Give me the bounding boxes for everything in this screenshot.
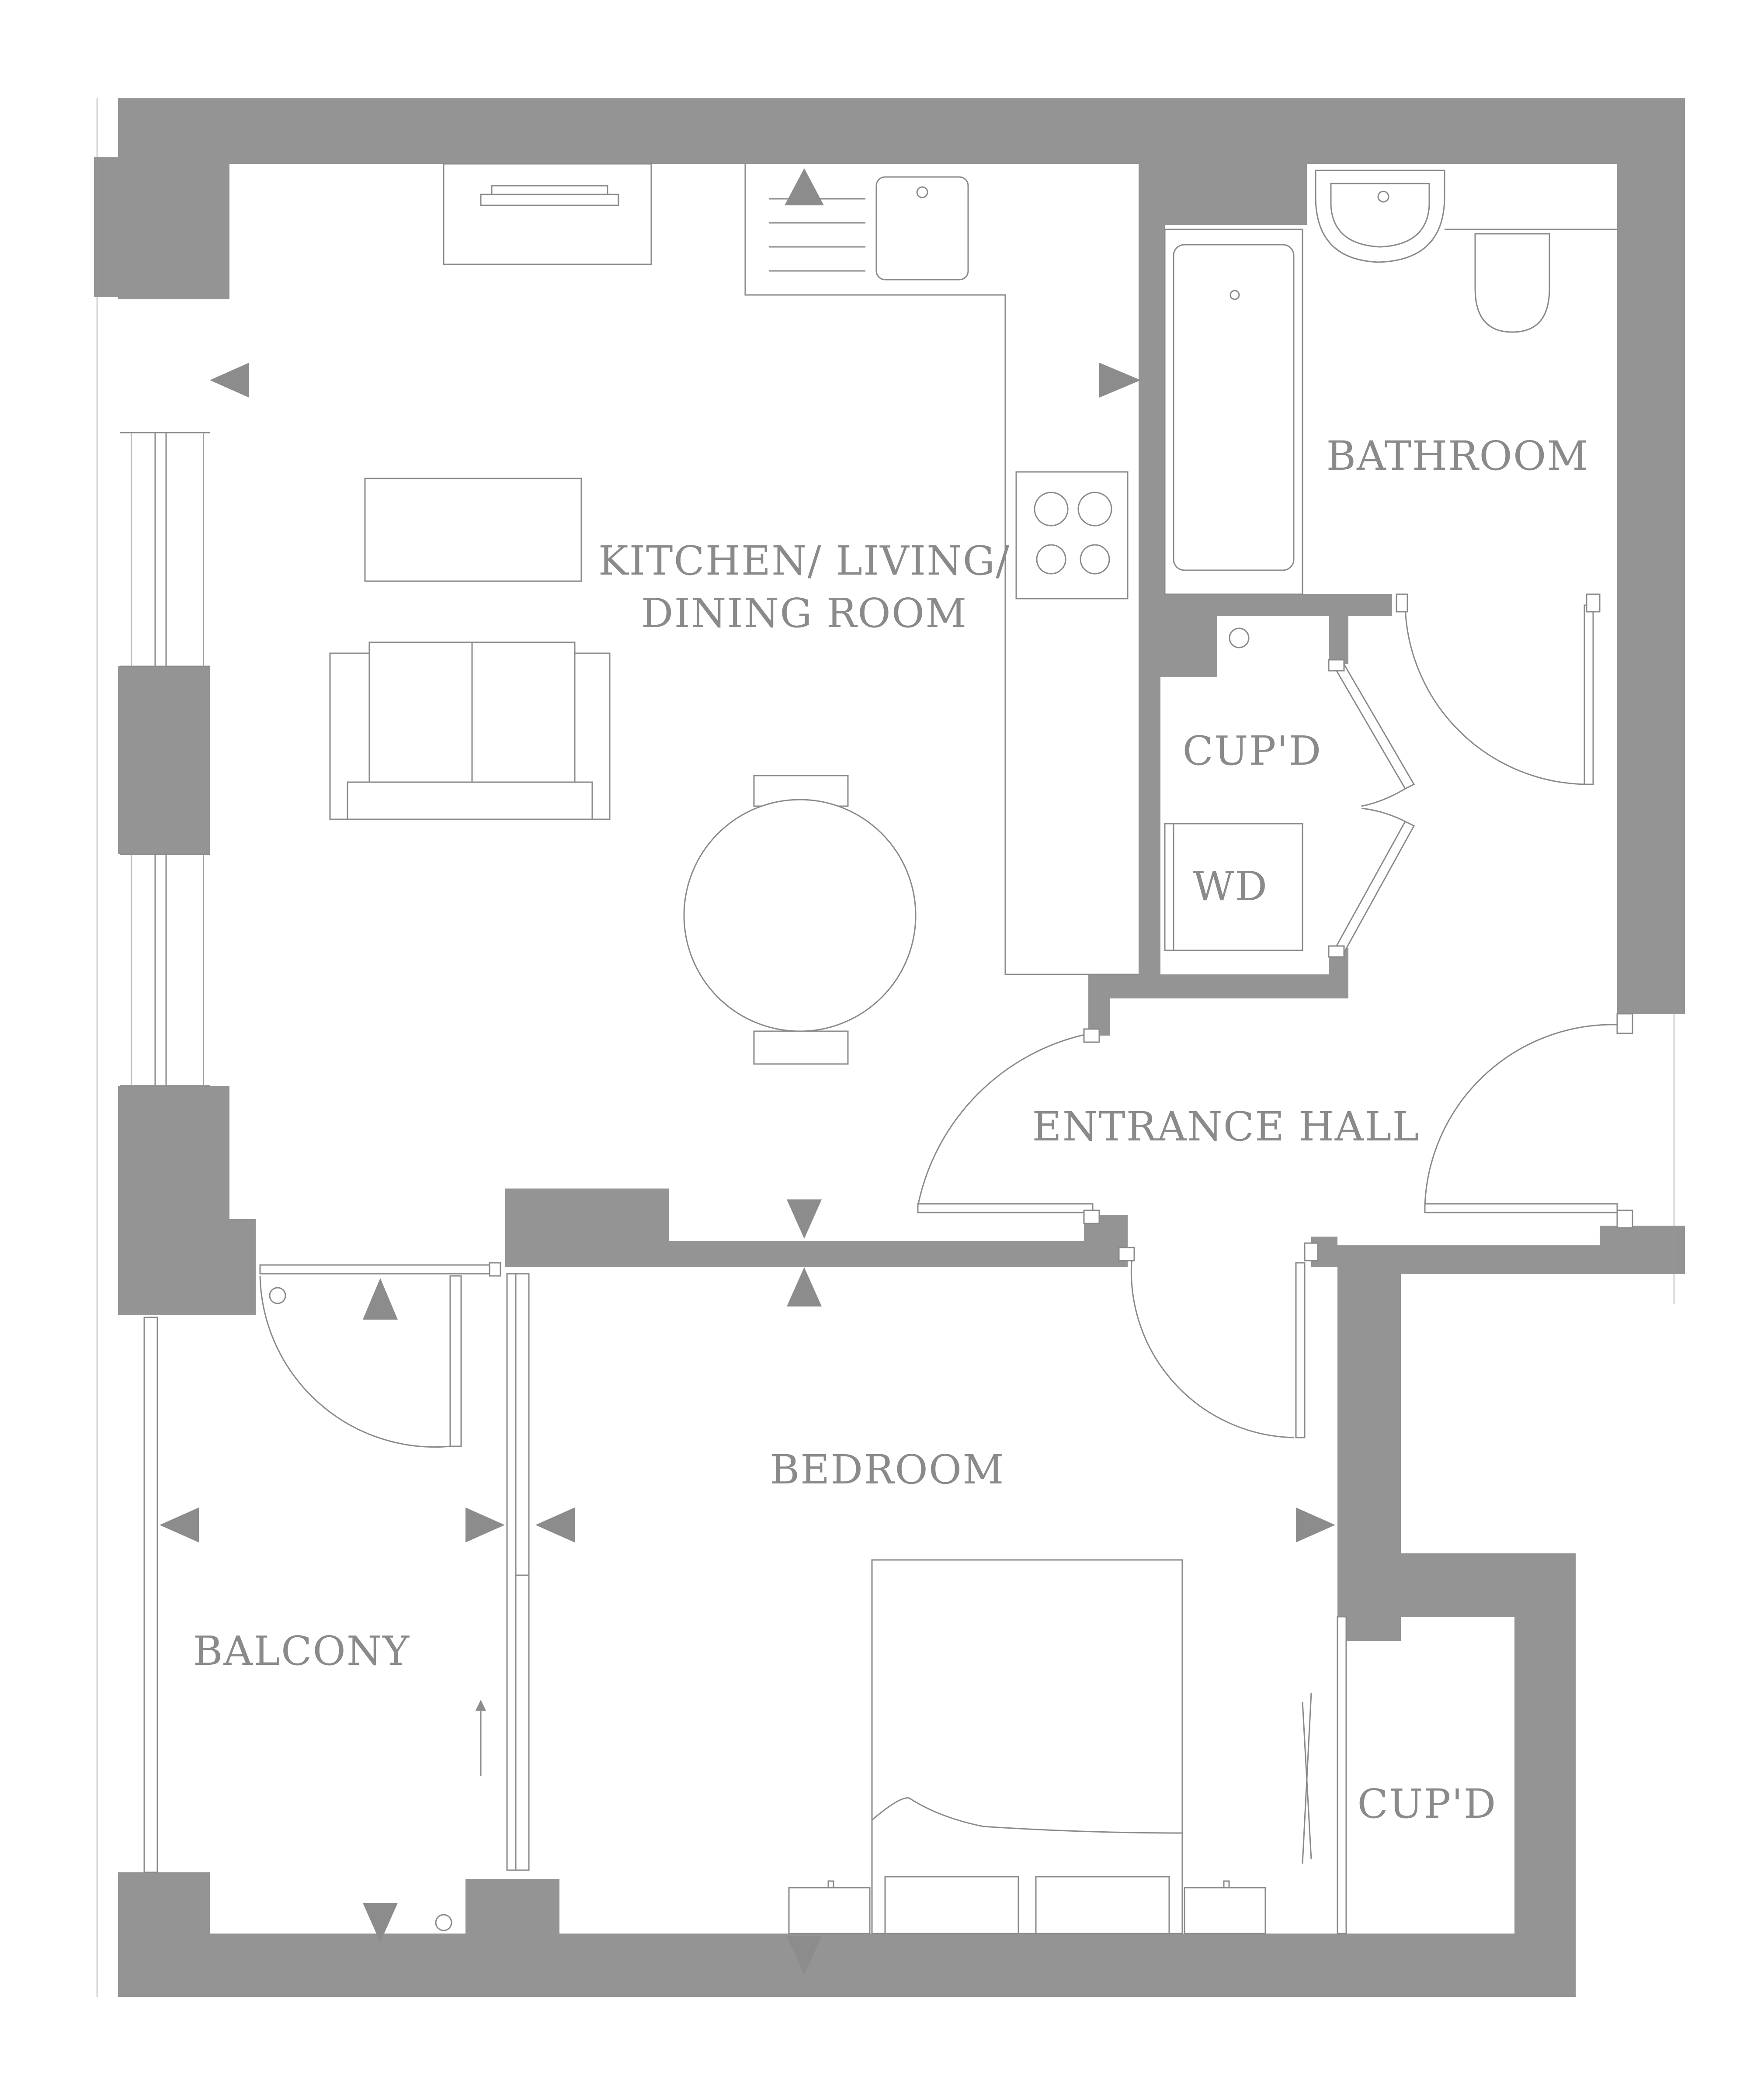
basin-icon [1315,170,1445,263]
dimension-arrow-icon [160,1507,199,1542]
bath-icon [1164,229,1303,595]
sliding-door [506,1273,530,1871]
dining-table-icon [683,775,917,1065]
label-kitchen-line2: DINING ROOM [641,590,968,637]
bedside-table-right [1184,1887,1266,1934]
bedside-lamp-left [827,1880,834,1889]
door-swing-icon [259,1262,501,1448]
label-balcony: BALCONY [193,1628,410,1674]
dimension-markers [160,168,1335,1975]
door-swing-icon [1396,593,1601,785]
dimension-arrow-icon [1099,363,1141,398]
door-swing-icon [1424,1013,1633,1229]
wall-cupd-left [1139,616,1160,979]
walls [94,98,1685,1997]
dimension-arrow-icon [363,1903,398,1942]
label-washer-dryer: WD [1193,863,1268,910]
label-cupboard-bedroom: CUP'D [1358,1781,1497,1827]
hall-cupboard [1164,627,1415,958]
windows [97,98,1674,1997]
wall-kitchen-balcony-corner [210,1219,256,1315]
wall-cupd-bottom [1088,974,1348,998]
label-entrance-hall: ENTRANCE HALL [1032,1103,1420,1150]
balcony [259,1262,530,1931]
wardrobe [1302,1616,1347,1934]
wall-left-pier [118,666,210,854]
dimension-arrow-icon [210,363,249,398]
dimension-arrow-icon [1296,1507,1335,1542]
wall-cupd-post-top [1329,616,1348,664]
bedroom-furniture [788,1559,1347,1934]
dimension-arrow-icon [787,1936,822,1975]
label-bedroom: BEDROOM [770,1446,1005,1493]
wall-left-notch [94,157,138,297]
wall-cupd-top [1160,616,1217,677]
toilet-icon [1474,233,1550,333]
cupboard-marker [1229,627,1250,648]
wall-bedroom-top-block [505,1189,669,1267]
door-swing-icon [917,1028,1100,1224]
wall-bath-top-step [1139,164,1307,225]
wall-bottom [118,1934,1576,1997]
living-furniture [329,478,917,1065]
bedside-table-left [788,1887,871,1934]
dimension-arrow-icon [787,1199,822,1239]
bifold-door-icon [1328,659,1415,958]
sink-drainer [769,198,865,272]
balcony-edge [143,1317,158,1873]
tv-unit-icon [443,163,652,265]
window-icon [120,432,210,667]
kitchen-worktop [744,164,1139,975]
wall-right-upper [1617,98,1685,1014]
sofa-icon [329,641,611,820]
dimension-arrow-icon [363,1278,398,1320]
bathroom-fixtures [1164,170,1617,785]
bed-icon [871,1559,1183,1934]
dimension-arrow-icon [787,1267,822,1306]
label-kitchen-line1: KITCHEN/ LIVING/ [598,537,1010,584]
wall-hall-post [1088,974,1110,1036]
dimension-arrow-icon [535,1507,575,1542]
balcony-drain [435,1914,452,1931]
label-bathroom: BATHROOM [1327,433,1589,479]
wall-bottom-mid [465,1879,559,1997]
door-swing-icon [1118,1242,1319,1438]
dimension-arrow-icon [465,1507,505,1542]
bedside-lamp-right [1223,1880,1230,1889]
dimension-arrow-icon [785,168,824,205]
wall-bottom-left-corner [118,1872,210,1997]
entrance-hall-doors [917,1013,1633,1438]
wall-right-lower [1514,1553,1576,1997]
label-cupboard-hall: CUP'D [1183,728,1322,774]
wall-top [118,98,1685,164]
wall-bath-bottom [1139,594,1392,616]
washer-dryer-icon [1164,823,1303,951]
room-labels: KITCHEN/ LIVING/ DINING ROOM BATHROOM CU… [193,433,1589,1827]
window-icon [120,853,210,1087]
sliding-door-arrow-icon [476,1700,486,1776]
coffee-table [364,478,582,582]
hob-icon [1015,471,1129,600]
sink-icon [875,176,969,281]
wall-left-lower [118,1086,229,1234]
